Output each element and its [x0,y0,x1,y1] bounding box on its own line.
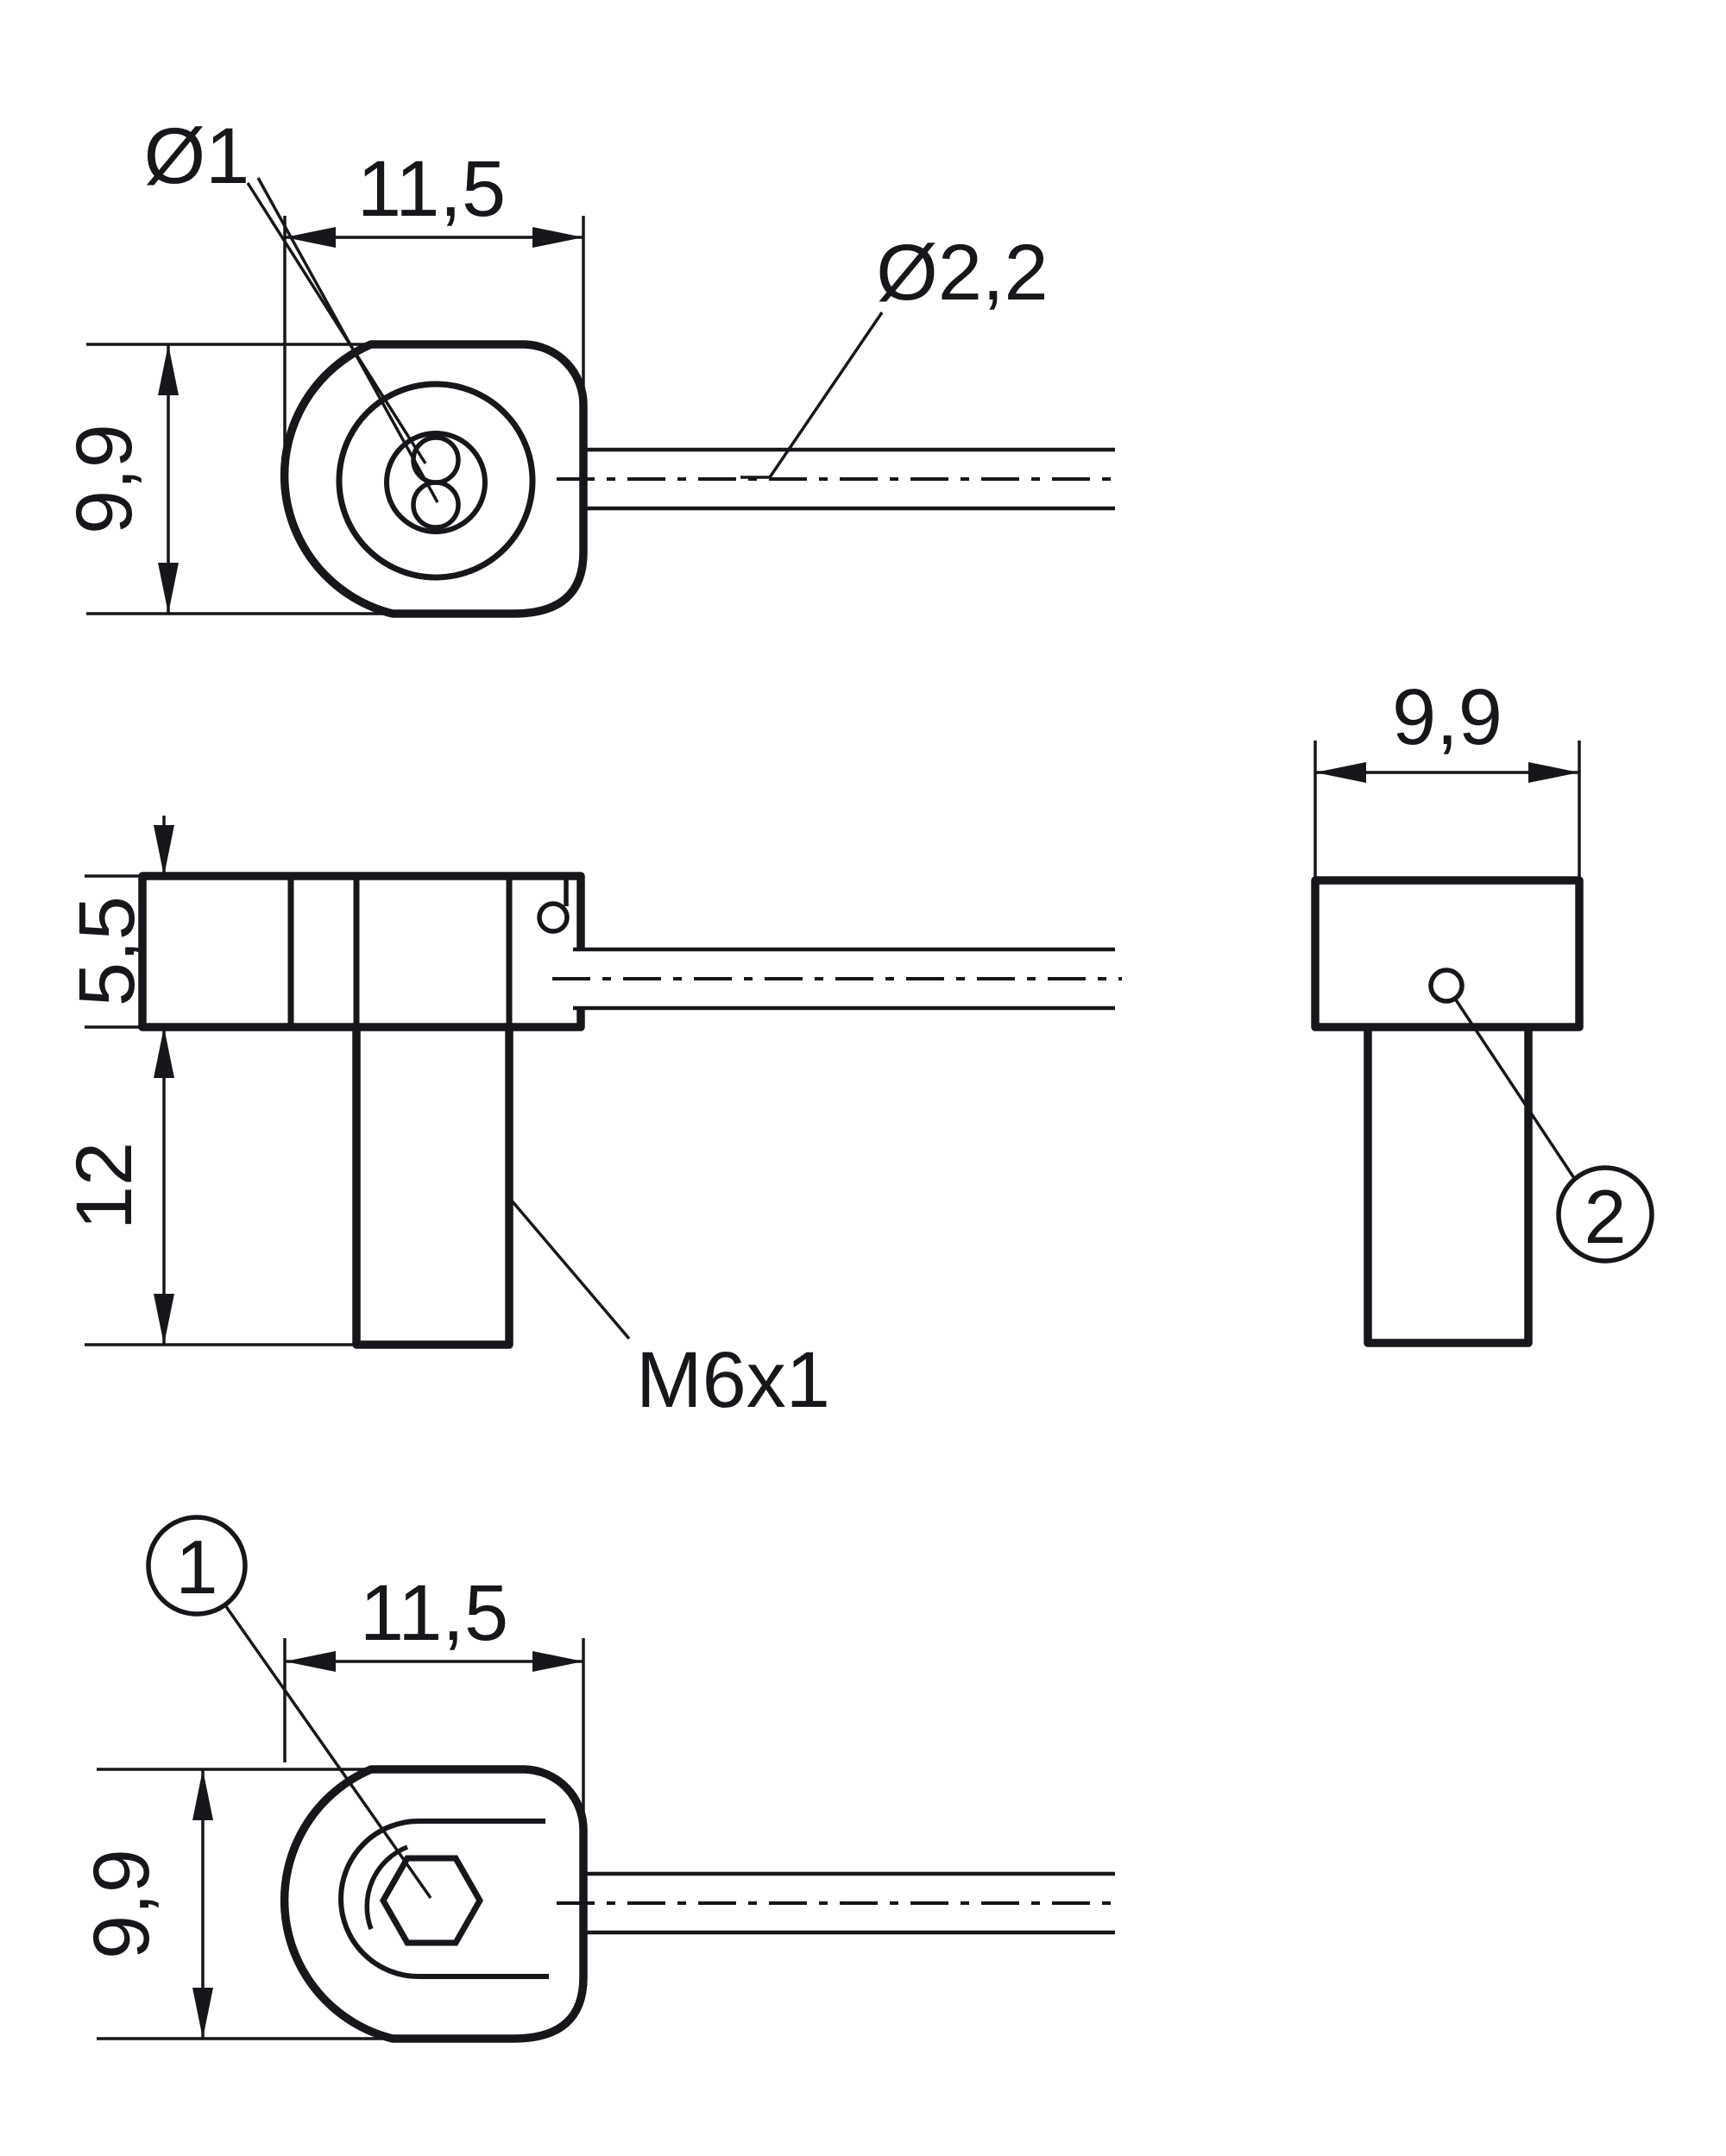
balloon-1: 1 [146,1515,432,1900]
fiber-end-view: 11,5 9,9 Ø1 Ø2,2 [60,112,1122,618]
extension-lines [283,1638,585,1825]
dim-width-11-5: 11,5 [283,145,585,470]
leader-line [740,312,884,479]
cable-clamp-hook [537,901,570,934]
arrowhead-right [1528,762,1579,783]
leader-line [1453,998,1578,1182]
arrowhead-left [285,1651,336,1672]
arrowhead-up [154,1027,174,1078]
thread-length-label: 12 [60,1142,148,1230]
extension-lines [1313,741,1581,880]
hex-socket [379,1855,484,1946]
stem-outline [1364,1027,1533,1347]
dim-width-11-5: 11,5 [283,1569,585,1825]
dim-head-height-5-5: 5,5 [63,816,174,1029]
arrowhead-down [154,1294,174,1345]
arrowhead-down [192,1988,213,2039]
cable-diameter-text: Ø2,2 [876,229,1048,317]
cable-outline [583,1871,1115,1935]
leader-lines [246,177,439,503]
extension-lines [85,874,144,1029]
indicator-hole [1428,968,1465,1004]
head-height-label: 5,5 [63,896,151,1006]
arrowhead-down [158,563,179,614]
arrowhead-left [285,227,336,248]
fiber-holder-circle [384,431,488,534]
label-thread-size: M6x1 [509,1198,830,1424]
head-section-lines [287,876,513,1027]
rear-width-label: 9,9 [1392,673,1502,761]
balloon-number: 1 [176,1524,218,1610]
dim-width-label: 11,5 [357,145,506,233]
dim-width-label: 11,5 [360,1569,508,1657]
dim-height-label: 9,9 [60,424,148,534]
sensor-body-outline [280,1765,588,2043]
arrowhead-up [192,1769,213,1820]
balloon-circle [1556,1165,1654,1264]
cable-outline [583,447,1115,511]
fiber-core-circle-top [411,435,461,485]
cable-outline [573,947,1115,1011]
balloon-circle [146,1515,248,1617]
threaded-stem-outline [352,1027,513,1349]
extension-lines [86,343,393,615]
dim-height-label: 9,9 [78,1849,166,1959]
thread-size-text: M6x1 [636,1336,830,1424]
arrowhead-right [532,227,583,248]
label-fiber-core-diameter: Ø1 [144,112,439,503]
screw-thread-arc [364,1844,409,1930]
balloon-number: 2 [1584,1174,1627,1259]
dim-width-9-9: 9,9 [1313,673,1581,880]
bottom-view: 1 11,5 9,9 [78,1515,1122,2043]
leader-line [224,1604,432,1900]
dim-thread-length-12: 12 [60,1027,356,1346]
fiber-core-circle-bottom [411,480,461,530]
fiber-core-diameter-text: Ø1 [144,112,250,200]
screw-slot-outline [338,1819,549,1979]
dim-height-9-9: 9,9 [78,1768,393,2040]
rear-view: 9,9 2 [1311,673,1654,1347]
head-outline [1311,876,1584,1031]
extension-lines [97,1768,393,2040]
arrowhead-up [158,344,179,395]
head-outline [138,872,585,1031]
balloon-2: 2 [1453,998,1654,1264]
arrowhead-right [532,1651,583,1672]
lens-ring-circle [336,381,536,581]
label-cable-diameter: Ø2,2 [740,229,1049,479]
arrowhead-left [1315,762,1366,783]
arrowhead-down [154,825,174,876]
side-view: 5,5 12 M6x1 [60,816,1122,1424]
leader-line [509,1198,631,1340]
dim-height-9-9: 9,9 [60,343,393,615]
sensor-body-outline [280,340,588,618]
